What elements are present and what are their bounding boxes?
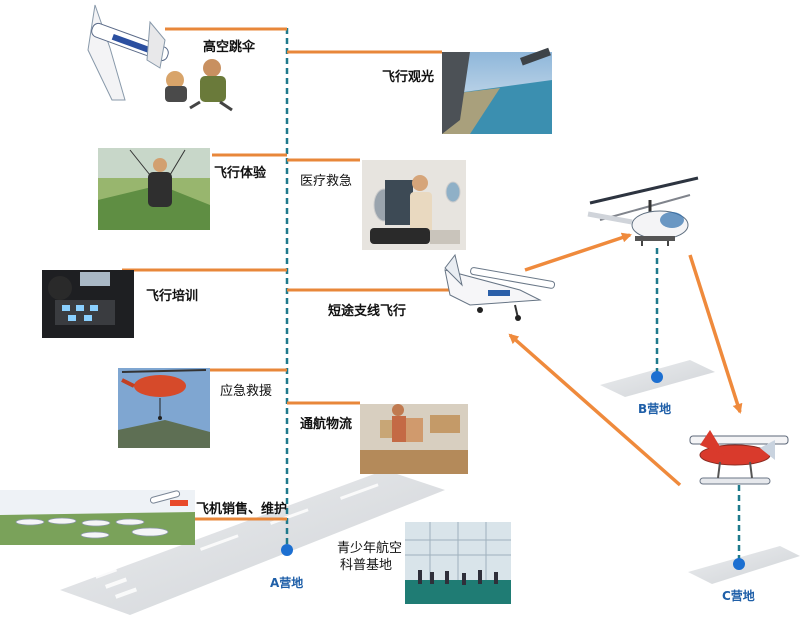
- label-sales-maintenance: 飞机销售、维护: [196, 502, 288, 517]
- flight-training-photo: [42, 270, 134, 338]
- sales-maintenance-photo: [0, 490, 195, 545]
- helicopter-b-illustration: [587, 176, 699, 246]
- label-emergency-rescue: 应急救援: [220, 384, 273, 399]
- camp-c-node: [733, 558, 745, 570]
- label-camp-c: C营地: [722, 589, 755, 603]
- logistics-photo: [360, 404, 468, 474]
- flight-experience-photo: [98, 148, 210, 230]
- label-logistics: 通航物流: [300, 417, 353, 432]
- camp-a-node: [281, 544, 293, 556]
- medical-rescue-photo: [362, 160, 466, 250]
- label-youth-base-line2: 科普基地: [340, 558, 393, 573]
- label-short-haul: 短途支线飞行: [328, 304, 407, 319]
- arrow-to-shorthaul: [508, 333, 682, 487]
- youth-base-photo: [405, 522, 511, 604]
- route-arrows: [508, 232, 743, 487]
- skydiving-illustration: [87, 4, 233, 112]
- sightseeing-photo: [442, 47, 552, 134]
- camp-b-node: [651, 371, 663, 383]
- label-camp-b: B营地: [638, 402, 672, 416]
- label-sightseeing: 飞行观光: [382, 70, 435, 85]
- seaplane-c-illustration: [689, 430, 789, 485]
- arrow-to-c: [688, 254, 743, 414]
- emergency-rescue-photo: [118, 368, 210, 448]
- label-youth-base-line1: 青少年航空: [337, 541, 403, 556]
- label-flight-experience: 飞行体验: [214, 166, 267, 181]
- label-skydiving: 高空跳伞: [203, 40, 256, 55]
- runway-a: [60, 470, 445, 615]
- branch-lines: [122, 27, 287, 521]
- short-haul-aircraft-illustration: [444, 253, 556, 321]
- label-medical-rescue: 医疗救急: [300, 174, 353, 189]
- arrow-to-b: [524, 232, 632, 272]
- label-flight-training: 飞行培训: [146, 289, 199, 304]
- label-camp-a: A营地: [270, 576, 304, 590]
